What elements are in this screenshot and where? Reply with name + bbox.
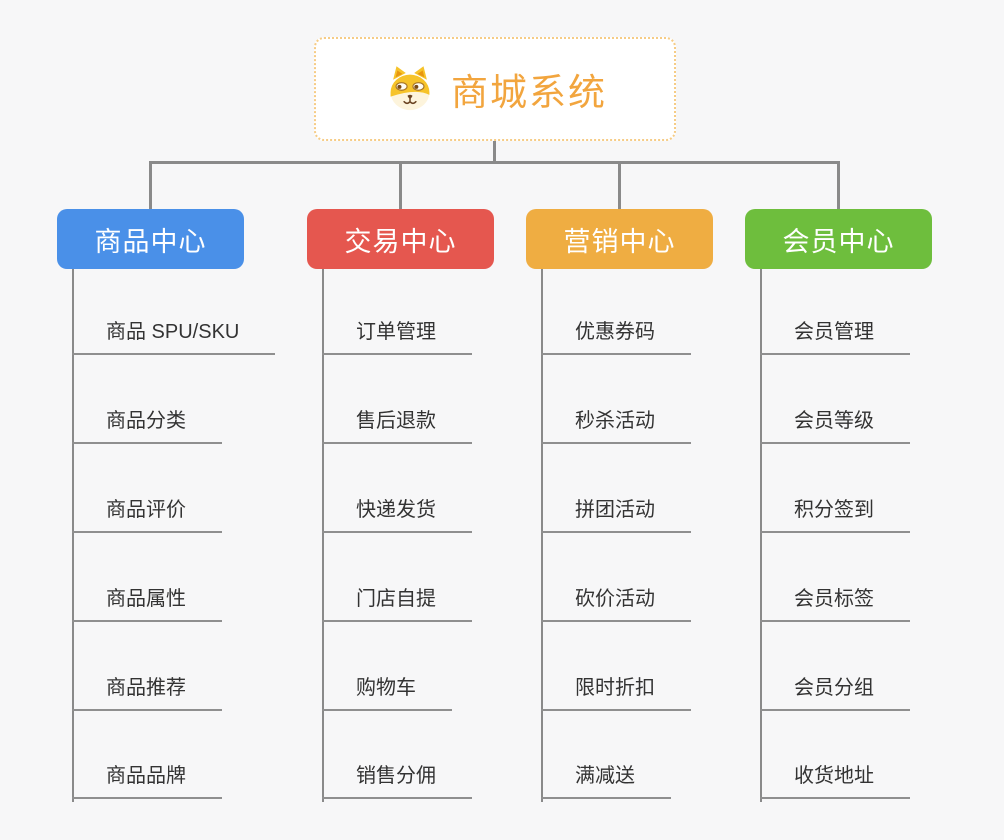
branch-children-member-center: 会员管理 会员等级 积分签到 会员标签 会员分组 收货地址 bbox=[760, 269, 910, 802]
leaf-node-order-management[interactable]: 订单管理 bbox=[322, 319, 472, 355]
root-title: 商城系统 bbox=[451, 72, 607, 113]
leaf-node-full-reduction[interactable]: 满减送 bbox=[541, 763, 671, 799]
branch-children-trade-center: 订单管理 售后退款 快递发货 门店自提 购物车 销售分佣 bbox=[322, 269, 472, 802]
branch-header-marketing-center[interactable]: 营销中心 bbox=[526, 209, 713, 269]
leaf-node-coupon-code[interactable]: 优惠券码 bbox=[541, 319, 691, 355]
shiba-dog-icon bbox=[383, 64, 437, 114]
branch-header-member-center[interactable]: 会员中心 bbox=[745, 209, 932, 269]
connector-drop-trade bbox=[399, 161, 402, 209]
leaf-node-shopping-cart[interactable]: 购物车 bbox=[322, 675, 452, 711]
branch-header-trade-center[interactable]: 交易中心 bbox=[307, 209, 494, 269]
leaf-node-product-brand[interactable]: 商品品牌 bbox=[72, 763, 222, 799]
leaf-node-member-group[interactable]: 会员分组 bbox=[760, 675, 910, 711]
branch-header-product-center[interactable]: 商品中心 bbox=[57, 209, 244, 269]
branch-children-marketing-center: 优惠券码 秒杀活动 拼团活动 砍价活动 限时折扣 满减送 bbox=[541, 269, 691, 802]
leaf-node-bargain-activity[interactable]: 砍价活动 bbox=[541, 586, 691, 622]
root-node[interactable]: 商城系统 bbox=[314, 37, 676, 141]
leaf-node-member-level[interactable]: 会员等级 bbox=[760, 408, 910, 444]
connector-bus bbox=[149, 161, 840, 164]
leaf-node-aftersale-refund[interactable]: 售后退款 bbox=[322, 408, 472, 444]
leaf-node-member-tag[interactable]: 会员标签 bbox=[760, 586, 910, 622]
leaf-node-product-category[interactable]: 商品分类 bbox=[72, 408, 222, 444]
leaf-node-member-management[interactable]: 会员管理 bbox=[760, 319, 910, 355]
leaf-node-product-recommend[interactable]: 商品推荐 bbox=[72, 675, 222, 711]
leaf-node-group-buy[interactable]: 拼团活动 bbox=[541, 497, 691, 533]
leaf-node-product-review[interactable]: 商品评价 bbox=[72, 497, 222, 533]
leaf-node-product-spu-sku[interactable]: 商品 SPU/SKU bbox=[72, 319, 276, 355]
connector-root-drop bbox=[493, 141, 496, 163]
leaf-node-shipping-address[interactable]: 收货地址 bbox=[760, 763, 910, 799]
leaf-node-express-shipping[interactable]: 快递发货 bbox=[322, 497, 472, 533]
connector-drop-marketing bbox=[618, 161, 621, 209]
leaf-node-store-pickup[interactable]: 门店自提 bbox=[322, 586, 472, 622]
leaf-node-points-checkin[interactable]: 积分签到 bbox=[760, 497, 910, 533]
leaf-node-flash-sale[interactable]: 秒杀活动 bbox=[541, 408, 691, 444]
connector-drop-member bbox=[837, 161, 840, 209]
leaf-node-sales-commission[interactable]: 销售分佣 bbox=[322, 763, 472, 799]
leaf-node-product-attribute[interactable]: 商品属性 bbox=[72, 586, 222, 622]
branch-children-product-center: 商品 SPU/SKU 商品分类 商品评价 商品属性 商品推荐 商品品牌 bbox=[72, 269, 276, 802]
leaf-node-limited-time-discount[interactable]: 限时折扣 bbox=[541, 675, 691, 711]
connector-drop-product bbox=[149, 161, 152, 209]
